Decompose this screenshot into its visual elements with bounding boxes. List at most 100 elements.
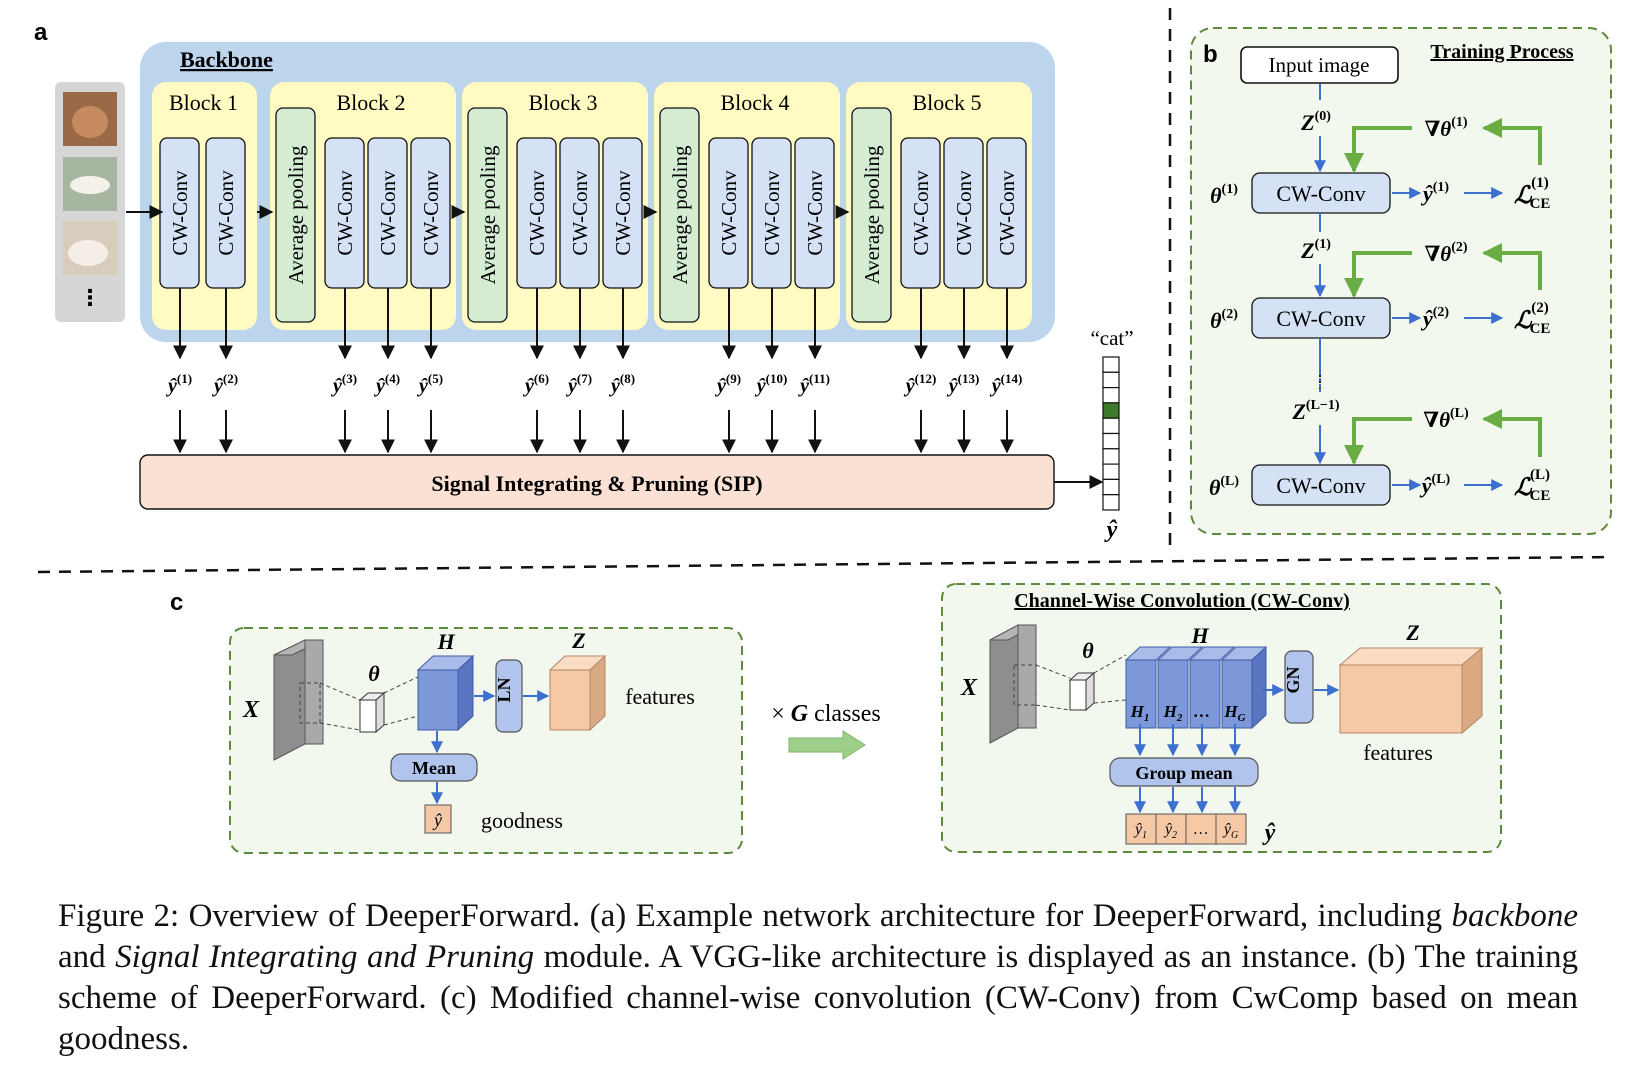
figure-caption: Figure 2: Overview of DeeperForward. (a)… — [58, 896, 1578, 1060]
loss-superscript: (L) — [1530, 467, 1550, 483]
output-y-hat-4: ŷ(4) — [374, 371, 400, 397]
output-y-hat-2: ŷ(2) — [212, 371, 238, 397]
output-y-hat-13: ŷ(13) — [947, 371, 980, 397]
output-y-hat-6: ŷ(6) — [523, 371, 549, 397]
block-1-title: Block 1 — [169, 90, 238, 115]
right-panel-title: Channel-Wise Convolution (CW-Conv) — [1014, 590, 1350, 612]
gradient-feedback-right — [1482, 409, 1542, 457]
panel-label-c: c — [170, 589, 183, 616]
classes-word: classes — [808, 701, 881, 727]
gradient-feedback-left — [1344, 417, 1412, 465]
training-process-title: Training Process — [1430, 41, 1573, 63]
z-label-2: Z(1) — [1300, 237, 1331, 263]
panel-label-b: b — [1203, 41, 1218, 68]
block-3-title: Block 3 — [528, 90, 597, 115]
left-features-label: features — [625, 684, 695, 709]
right-y-label: ŷ — [1262, 820, 1276, 846]
cw-conv-label: CW-Conv — [376, 170, 400, 256]
training-rows: Z(0)CW-Convθ(1)ŷ(1)ℒ(1)CE∇θ(1)Z(1)CW-Con… — [1209, 84, 1551, 506]
right-input-slab — [989, 624, 1037, 744]
h-part-label-3: … — [1194, 702, 1211, 721]
training-process-panel — [1190, 27, 1612, 535]
input-ellipsis: ⋮ — [79, 285, 101, 310]
h-slice-top — [1188, 646, 1236, 661]
left-theta-label: θ — [368, 661, 380, 686]
gradient-feedback-right — [1482, 118, 1542, 165]
right-h-stack — [1124, 645, 1268, 730]
input-image-label: Input image — [1269, 53, 1370, 77]
left-ln-label: LN — [494, 677, 514, 702]
cw-conv-label: CW-Conv — [760, 170, 784, 256]
left-kernel-guide-top — [319, 682, 361, 701]
theta-label-2: θ(2) — [1210, 307, 1238, 333]
gradient-feedback-left — [1344, 126, 1412, 173]
loss-subscript: CE — [1530, 488, 1551, 504]
cw-conv-label: CW-Conv — [214, 170, 238, 256]
output-cell — [1102, 494, 1120, 511]
cat-label: “cat” — [1090, 326, 1133, 350]
left-x-label: X — [242, 697, 260, 723]
input-image-box — [1240, 46, 1399, 84]
caption-part-1: Figure 2: Overview of DeeperForward. (a)… — [58, 898, 1452, 934]
training-ellipsis: ⋮ — [1311, 372, 1329, 392]
avg-pool-label: Average pooling — [668, 145, 692, 284]
left-kernel-to-h-top — [383, 674, 423, 694]
right-kernel-to-h-top — [1093, 654, 1127, 674]
output-y-hat-14: ŷ(14) — [990, 371, 1023, 397]
right-z-label: Z — [1405, 620, 1419, 645]
left-h-cube — [416, 654, 475, 732]
cw-conv-label: CW-Conv — [1276, 181, 1365, 206]
output-y-hat-10: ŷ(10) — [755, 371, 788, 397]
output-y-hat-8: ŷ(8) — [609, 371, 635, 397]
y-cell-label-2: ŷ2 — [1163, 821, 1177, 841]
y-cell-label-1: ŷ1 — [1133, 821, 1147, 841]
output-y-hat-3: ŷ(3) — [331, 371, 357, 397]
right-features-label: features — [1363, 740, 1433, 765]
avg-pool-label: Average pooling — [284, 145, 308, 284]
h-slice-top — [1156, 646, 1204, 661]
h-slice-side — [1251, 645, 1267, 730]
y-cell-2 — [1155, 813, 1187, 845]
y-hat-label-1: ŷ(1) — [1420, 180, 1449, 206]
output-cell — [1102, 356, 1120, 373]
gradient-feedback-right — [1482, 243, 1542, 290]
output-y-hat-12: ŷ(12) — [904, 371, 937, 397]
g-symbol: G — [791, 701, 809, 727]
cw-conv-label: CW-Conv — [1276, 306, 1365, 331]
h-part-label-1: H1 — [1130, 702, 1150, 724]
cw-conv-simple-panel — [229, 627, 743, 854]
h-slice — [1125, 659, 1157, 729]
cw-conv-label: CW-Conv — [909, 170, 933, 256]
output-cell — [1102, 371, 1120, 389]
output-cell — [1102, 463, 1120, 481]
final-output-label: ŷ — [1104, 517, 1118, 543]
gradient-label-2: ∇θ(2) — [1424, 240, 1467, 266]
right-kernel-cube — [1068, 671, 1096, 712]
left-kernel-cube — [358, 691, 386, 734]
right-kernel-guide-bottom — [1035, 704, 1071, 711]
y-cell-4 — [1215, 813, 1247, 845]
right-x-label: X — [960, 675, 978, 701]
avg-pool-layer — [467, 107, 508, 323]
z-label-3: Z(L−1) — [1291, 398, 1339, 424]
gradient-label-1: ∇θ(1) — [1424, 115, 1467, 141]
h-slice — [1221, 659, 1253, 729]
left-z-label: Z — [571, 628, 585, 653]
cw-conv-label: CW-Conv — [995, 170, 1019, 256]
theta-label-3: θ(L) — [1209, 474, 1239, 500]
block-4-title: Block 4 — [720, 90, 789, 115]
left-h-label: H — [436, 629, 455, 654]
right-h-label: H — [1190, 623, 1209, 648]
y-cell-label-4: ŷG — [1222, 821, 1238, 841]
output-cell — [1102, 478, 1120, 496]
avg-pool-layer — [659, 107, 700, 323]
output-y-hat-9: ŷ(9) — [715, 371, 741, 397]
y-cell-label-3: … — [1194, 821, 1208, 838]
y-hat-label-2: ŷ(2) — [1420, 305, 1449, 331]
loss-superscript: (2) — [1531, 300, 1549, 316]
avg-pool-label: Average pooling — [860, 145, 884, 284]
left-goodness-label: goodness — [481, 808, 563, 833]
output-cell — [1102, 432, 1120, 450]
